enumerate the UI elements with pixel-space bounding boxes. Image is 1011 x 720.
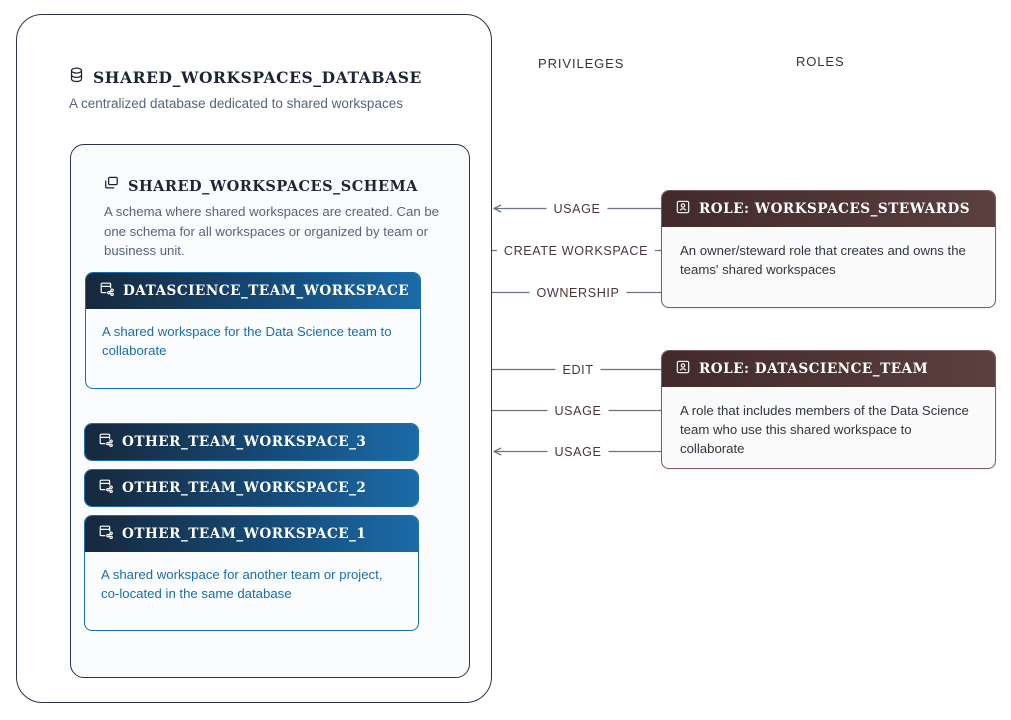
workspace-name-datascience: DATASCIENCE_TEAM_WORKSPACE [123, 283, 410, 299]
role-badge-icon [676, 360, 690, 379]
edge-label-usage-stewards-schema: USAGE [546, 201, 608, 216]
workspace-name-other-1: OTHER_TEAM_WORKSPACE_1 [122, 526, 367, 542]
workspace-header-other-3: OTHER_TEAM_WORKSPACE_3 [85, 424, 418, 460]
workspace-card-other-3[interactable]: OTHER_TEAM_WORKSPACE_3 [84, 423, 419, 461]
role-name-workspaces-stewards: ROLE: WORKSPACES_STEWARDS [699, 201, 971, 217]
role-badge-icon [676, 200, 690, 219]
edge-label-edit: EDIT [555, 362, 601, 377]
database-title: SHARED_WORKSPACES_DATABASE [69, 67, 422, 88]
workspace-header-other-2: OTHER_TEAM_WORKSPACE_2 [85, 470, 418, 506]
workspace-name-other-3: OTHER_TEAM_WORKSPACE_3 [122, 434, 367, 450]
workspace-header-datascience: DATASCIENCE_TEAM_WORKSPACE [86, 273, 420, 309]
workspace-card-other-2[interactable]: OTHER_TEAM_WORKSPACE_2 [84, 469, 419, 507]
database-name: SHARED_WORKSPACES_DATABASE [93, 68, 422, 87]
workspace-share-icon [99, 479, 113, 498]
edge-label-create-workspace: CREATE WORKSPACE [496, 243, 656, 258]
column-header-roles: ROLES [796, 54, 845, 69]
role-description-workspaces-stewards: An owner/steward role that creates and o… [680, 243, 966, 277]
edge-label-ownership: OWNERSHIP [529, 285, 627, 300]
workspace-description-datascience: A shared workspace for the Data Science … [102, 324, 392, 358]
edge-label-usage-ds-schema: USAGE [547, 403, 609, 418]
edge-label-usage-ds-database: USAGE [547, 444, 609, 459]
workspace-share-icon [99, 525, 113, 544]
schema-stacked-squares-icon [104, 176, 119, 196]
schema-name: SHARED_WORKSPACES_SCHEMA [128, 177, 418, 195]
workspace-description-other-1: A shared workspace for another team or p… [101, 567, 383, 601]
role-header-datascience-team: ROLE: DATASCIENCE_TEAM [662, 351, 995, 387]
workspace-card-datascience[interactable]: DATASCIENCE_TEAM_WORKSPACE A shared work… [85, 272, 421, 389]
workspace-header-other-1: OTHER_TEAM_WORKSPACE_1 [85, 516, 418, 552]
role-description-datascience-team: A role that includes members of the Data… [680, 403, 969, 456]
role-card-datascience-team[interactable]: ROLE: DATASCIENCE_TEAM A role that inclu… [661, 350, 996, 469]
workspace-name-other-2: OTHER_TEAM_WORKSPACE_2 [122, 480, 367, 496]
workspace-card-other-1[interactable]: OTHER_TEAM_WORKSPACE_1 A shared workspac… [84, 515, 419, 631]
workspace-share-icon [99, 433, 113, 452]
column-header-privileges: PRIVILEGES [538, 56, 625, 71]
role-header-workspaces-stewards: ROLE: WORKSPACES_STEWARDS [662, 191, 995, 227]
workspace-share-icon [100, 282, 114, 301]
database-description: A centralized database dedicated to shar… [69, 96, 403, 111]
role-name-datascience-team: ROLE: DATASCIENCE_TEAM [699, 361, 929, 377]
role-card-workspaces-stewards[interactable]: ROLE: WORKSPACES_STEWARDS An owner/stewa… [661, 190, 996, 308]
schema-title: SHARED_WORKSPACES_SCHEMA [104, 176, 418, 196]
database-cylinder-icon [69, 67, 84, 88]
schema-description: A schema where shared workspaces are cre… [104, 204, 439, 258]
